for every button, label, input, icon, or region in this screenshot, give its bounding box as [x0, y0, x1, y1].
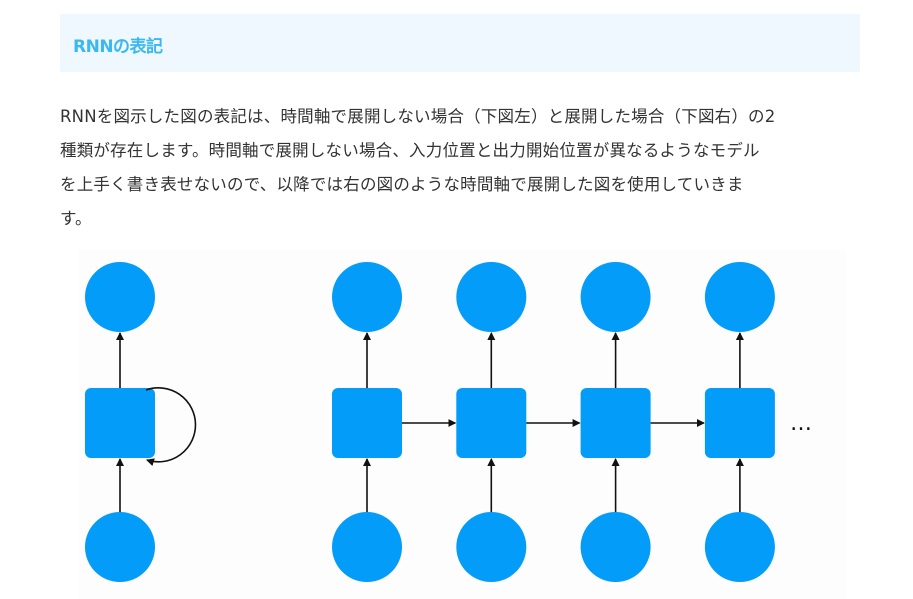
continuation-ellipsis: … — [790, 411, 816, 436]
step-3-input-node — [580, 512, 651, 582]
step-1-input-node — [332, 512, 402, 582]
step-2-hidden-node — [456, 388, 527, 458]
step-3-hidden-node — [580, 388, 651, 458]
step-2-output-node — [456, 262, 527, 332]
paragraph-line: す。 — [60, 209, 92, 228]
folded-input-node — [85, 512, 155, 582]
paragraph-line: RNNを図示した図の表記は、時間軸で展開しない場合（下図左）と展開した場合（下図… — [60, 107, 776, 126]
step-4-input-node — [704, 512, 775, 582]
paragraph-line: を上手く書き表せないので、以降では右の図のような時間軸で展開した図を使用していき… — [60, 175, 744, 194]
step-4-hidden-node — [704, 388, 775, 458]
section-heading: RNNの表記 — [60, 14, 860, 72]
section-heading-text: RNNの表記 — [73, 37, 163, 57]
step-1-output-node — [332, 262, 402, 332]
step-4-output-node — [704, 262, 775, 332]
paragraph-line: 種類が存在します。時間軸で展開しない場合、入力位置と出力開始位置が異なるようなモ… — [60, 141, 760, 160]
step-3-output-node — [580, 262, 651, 332]
step-2-input-node — [456, 512, 527, 582]
folded-output-node — [85, 262, 155, 332]
step-1-hidden-node — [332, 388, 402, 458]
body-paragraph: RNNを図示した図の表記は、時間軸で展開しない場合（下図左）と展開した場合（下図… — [60, 100, 880, 236]
folded-hidden-node — [85, 388, 155, 458]
recurrent-loop-arrow — [145, 387, 197, 466]
